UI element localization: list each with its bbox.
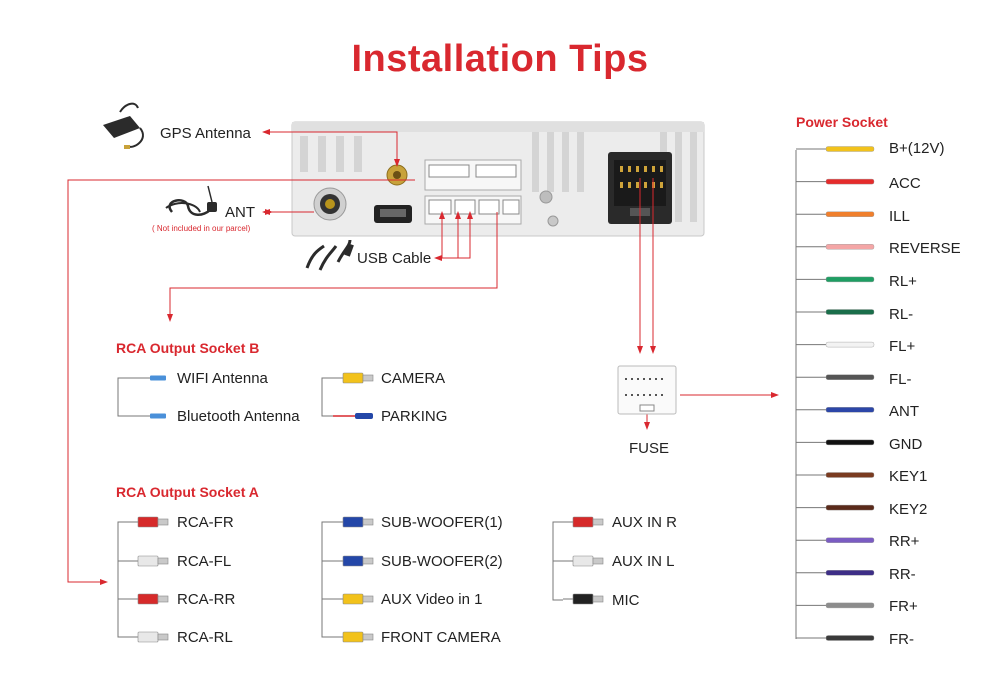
usb-cable-label: USB Cable	[357, 250, 432, 267]
rca-a-label: RCA-RL	[177, 629, 233, 646]
rca-plug-icon-tip	[592, 557, 604, 565]
power-socket-title: Power Socket	[796, 114, 888, 130]
rca-plug-icon-body	[572, 555, 594, 567]
power-wire-label: FR-	[889, 631, 914, 648]
rca-plug-icon-tip	[362, 518, 374, 526]
rca-plug-icon-tip	[362, 633, 374, 641]
power-wire-4	[825, 276, 875, 283]
power-wire-11	[825, 504, 875, 511]
power-wire-label: FR+	[889, 598, 918, 615]
power-wire-13	[825, 570, 875, 576]
power-wire-label: FL+	[889, 338, 916, 355]
power-wire-10	[825, 472, 875, 478]
power-wire-label: ACC	[889, 175, 921, 192]
rca-plug-icon-body	[342, 516, 364, 528]
rca-plug-icon-body	[137, 516, 159, 528]
yellow-rca-plug-icon-tip	[362, 374, 374, 382]
power-wire-label: GND	[889, 436, 923, 453]
blue-antenna-plug-icon	[150, 375, 166, 381]
rca-plug-icon-body	[137, 631, 159, 643]
power-wire-0	[825, 146, 875, 152]
rca-a-label: AUX IN R	[612, 514, 678, 531]
blue-wire-icon	[355, 413, 373, 419]
page-title: Installation Tips	[351, 38, 649, 80]
power-wire-9	[825, 439, 875, 446]
rca-plug-icon-body	[342, 631, 364, 643]
gps-antenna-label: GPS Antenna	[160, 125, 251, 142]
power-wire-label: FL-	[889, 371, 912, 388]
rca-plug-icon-tip	[157, 557, 169, 565]
rca-a-label: RCA-FL	[177, 553, 232, 570]
yellow-rca-plug-icon-body	[342, 372, 364, 384]
rca-plug-icon-body	[342, 593, 364, 605]
arrowheads	[100, 129, 779, 585]
rca-plug-icon-body	[137, 593, 159, 605]
power-wire-5	[825, 309, 875, 315]
power-wire-8	[825, 407, 875, 413]
power-wire-label: ILL	[889, 208, 910, 225]
rca-b-brackets	[117, 377, 333, 417]
rca-plug-icon-body	[342, 555, 364, 567]
power-wire-14	[825, 602, 875, 609]
rca-a-label: RCA-FR	[177, 514, 234, 531]
power-wire-label: RL+	[889, 273, 917, 290]
rca-b-label: CAMERA	[381, 370, 446, 387]
rca-plug-icon-tip	[157, 595, 169, 603]
rca-b-label: Bluetooth Antenna	[177, 408, 300, 425]
rca-plug-icon-tip	[592, 595, 604, 603]
power-wire-label: RL-	[889, 306, 914, 323]
fuse-label: FUSE	[629, 440, 670, 457]
rca-a-label: AUX IN L	[612, 553, 675, 570]
connection-lines	[67, 131, 777, 583]
power-wire-label: KEY1	[889, 468, 928, 485]
power-wire-label: REVERSE	[889, 240, 961, 257]
rca-a-label: SUB-WOOFER(2)	[381, 553, 503, 570]
power-wire-label: RR+	[889, 533, 920, 550]
ant-label: ANT	[225, 204, 255, 221]
power-wire-7	[825, 374, 875, 380]
rca-a-label: RCA-RR	[177, 591, 236, 608]
rca-a-title: RCA Output Socket A	[116, 484, 259, 500]
power-wire-1	[825, 178, 875, 185]
power-wire-label: KEY2	[889, 501, 928, 518]
power-wire-3	[825, 244, 875, 250]
power-wire-6	[825, 341, 875, 348]
gps-antenna-icon	[103, 102, 144, 149]
power-wire-15	[825, 635, 875, 641]
rca-plug-icon-tip	[362, 595, 374, 603]
rca-plug-icon-body	[572, 593, 594, 605]
rca-b-title: RCA Output Socket B	[116, 340, 260, 356]
power-wire-label: ANT	[889, 403, 919, 420]
power-wire-label: B+(12V)	[889, 140, 945, 157]
rca-plug-icon-tip	[362, 557, 374, 565]
rca-plug-icon-body	[572, 516, 594, 528]
ant-note: ( Not included in our parcel)	[152, 224, 251, 233]
usb-cable-icon	[305, 239, 354, 271]
rca-b-label: WIFI Antenna	[177, 370, 268, 387]
rca-a-label: MIC	[612, 592, 640, 609]
power-wire-12	[825, 537, 875, 543]
rca-a-brackets	[117, 521, 563, 638]
rca-plug-icon-tip	[157, 518, 169, 526]
fuse-box	[617, 365, 677, 415]
rca-a-label: AUX Video in 1	[381, 591, 483, 608]
rca-plug-icon-tip	[157, 633, 169, 641]
rca-plug-icon-body	[137, 555, 159, 567]
rca-a-label: SUB-WOOFER(1)	[381, 514, 503, 531]
power-wire-label: RR-	[889, 566, 916, 583]
head-unit-panel	[291, 121, 705, 237]
rca-b-label: PARKING	[381, 408, 448, 425]
blue-antenna-plug-icon	[150, 413, 166, 419]
rca-plug-icon-tip	[592, 518, 604, 526]
ant-cable-icon	[165, 185, 217, 216]
rca-a-label: FRONT CAMERA	[381, 629, 501, 646]
power-wire-2	[825, 211, 875, 217]
